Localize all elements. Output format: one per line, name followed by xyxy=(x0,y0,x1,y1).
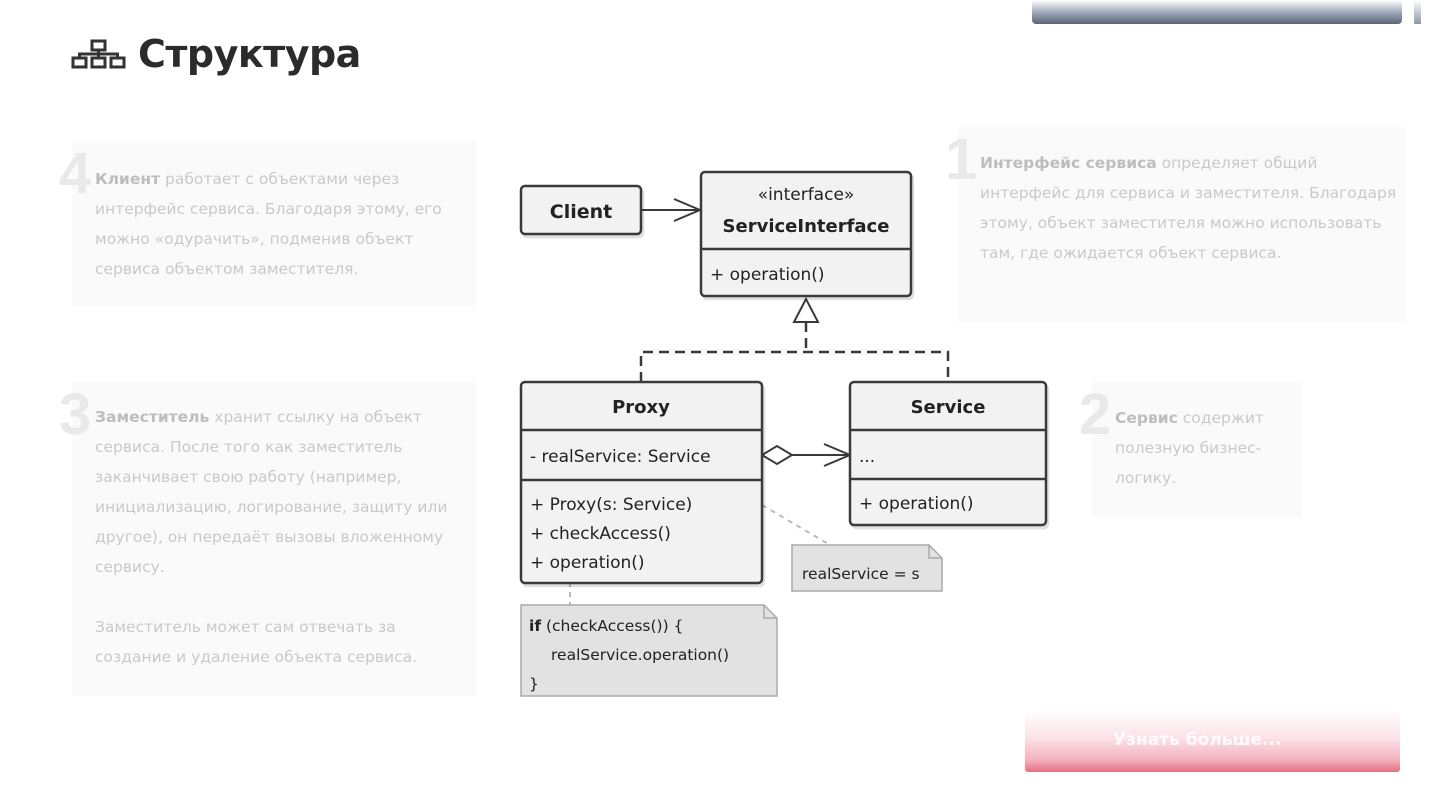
note-text: Заместитель хранит ссылку на объект серв… xyxy=(95,402,475,672)
note-body: содержит полезную бизнес-логику. xyxy=(1115,409,1264,487)
note-proxy: 3 Заместитель хранит ссылку на объект се… xyxy=(59,382,476,696)
client-label: Client xyxy=(550,201,612,223)
note-links xyxy=(569,504,831,605)
note-body: работает с объектами через интерфейс сер… xyxy=(95,170,442,278)
note-body-2: Заместитель может сам отвечать за создан… xyxy=(95,618,418,666)
service-class: Service ... + operation() xyxy=(848,380,1048,527)
aggregation-connector xyxy=(760,443,853,467)
service-interface-class: «interface» ServiceInterface + operation… xyxy=(699,170,913,298)
proxy-field: - realService: Service xyxy=(530,447,711,467)
note-text: Интерфейс сервиса определяет общий интер… xyxy=(980,148,1404,268)
proxy-method: + operation() xyxy=(530,553,645,573)
interface-stereotype: «interface» xyxy=(758,185,855,205)
note-body: определяет общий интерфейс для сервиса и… xyxy=(980,154,1397,262)
service-method: + operation() xyxy=(859,494,974,514)
proxy-class: Proxy - realService: Service + Proxy(s: … xyxy=(519,380,764,585)
proxy-name: Proxy xyxy=(612,397,670,418)
note-service-interface: 1 Интерфейс сервиса определяет общий инт… xyxy=(945,127,1406,322)
note-bold-term: Клиент xyxy=(95,170,161,188)
note-number: 2 xyxy=(1079,382,1112,447)
note-text: Клиент работает с объектами через интерф… xyxy=(95,164,475,284)
learn-more-label: Узнать больше... xyxy=(1113,730,1282,750)
code-keyword: if xyxy=(529,617,541,635)
note-code-line3: } xyxy=(529,675,539,693)
interface-name: ServiceInterface xyxy=(723,216,890,237)
service-name: Service xyxy=(911,397,986,418)
top-strip xyxy=(1414,0,1421,24)
client-class: Client xyxy=(519,184,643,236)
note-body: хранит ссылку на объект сервиса. После т… xyxy=(95,408,448,576)
note-client: 4 Клиент работает с объектами через инте… xyxy=(59,141,476,306)
hierarchy-icon xyxy=(71,39,126,69)
realization-arrowhead xyxy=(792,296,820,323)
note-number: 3 xyxy=(59,382,92,447)
page-title: Структура xyxy=(70,26,361,82)
note-bold-term: Интерфейс сервиса xyxy=(980,154,1157,172)
note-text: Сервис содержит полезную бизнес-логику. xyxy=(1115,403,1295,493)
note-code-line2: realService.operation() xyxy=(551,646,729,664)
note-realservice-text: realService = s xyxy=(802,565,920,583)
note-number: 1 xyxy=(945,127,978,192)
note-bold-term: Сервис xyxy=(1115,409,1178,427)
note-number: 4 xyxy=(59,141,92,206)
note-service: 2 Сервис содержит полезную бизнес-логику… xyxy=(1079,382,1302,517)
realization-connector xyxy=(639,322,950,382)
note-code-line1: if (checkAccess()) { xyxy=(529,617,683,635)
proxy-method: + checkAccess() xyxy=(530,524,671,544)
code-condition: (checkAccess()) { xyxy=(541,617,683,635)
proxy-method: + Proxy(s: Service) xyxy=(530,495,692,515)
top-banner xyxy=(1032,0,1402,24)
page-title-text: Структура xyxy=(138,32,361,76)
note-code: if (checkAccess()) { realService.operati… xyxy=(520,604,778,697)
interface-method: + operation() xyxy=(710,265,825,285)
note-bold-term: Заместитель xyxy=(95,408,210,426)
learn-more-button[interactable]: Узнать больше... xyxy=(1025,710,1400,772)
client-interface-arrow xyxy=(641,198,703,222)
note-realservice: realService = s xyxy=(791,544,943,592)
service-field: ... xyxy=(859,447,875,467)
